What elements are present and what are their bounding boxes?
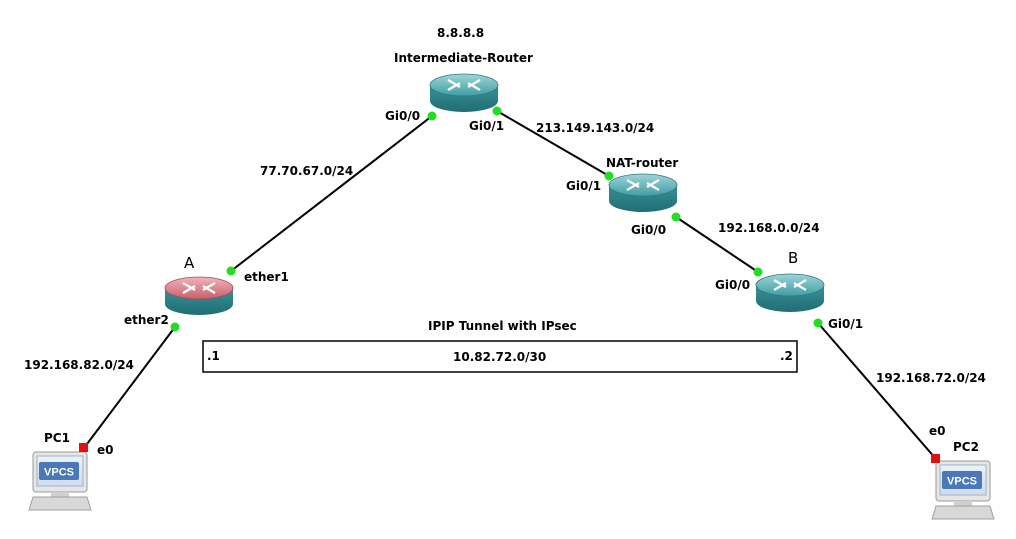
tunnel-right-host: .2 (780, 349, 793, 363)
ipip-tunnel-box[interactable] (202, 340, 798, 373)
router-b-label: B (788, 249, 798, 267)
router-a-label: A (184, 254, 195, 272)
network-label-lan-b: 192.168.72.0/24 (876, 371, 986, 385)
nat-router-label: NAT-router (606, 156, 678, 170)
port-a-ether1-up[interactable] (226, 266, 236, 276)
port-indicators (79, 106, 940, 463)
port-ir-gi00-up[interactable] (427, 111, 437, 121)
port-label-a-ether2: ether2 (124, 313, 169, 327)
port-b-gi01-up[interactable] (813, 318, 823, 328)
port-label-b-gi01: Gi0/1 (828, 317, 863, 331)
link-a-to-intermediate[interactable] (230, 115, 433, 272)
pc1-vpcs-icon[interactable]: VPCS (28, 451, 92, 511)
port-label-nat-gi00: Gi0/0 (631, 223, 666, 237)
link-a-to-pc1[interactable] (83, 326, 176, 449)
pc1-label: PC1 (44, 431, 70, 445)
internet-ip-label: 8.8.8.8 (437, 26, 484, 40)
port-label-ir-gi01: Gi0/1 (469, 119, 504, 133)
link-intermediate-to-nat[interactable] (496, 110, 610, 177)
nat-router-icon[interactable] (608, 173, 678, 212)
network-label-lan-nat-b: 192.168.0.0/24 (718, 221, 820, 235)
port-pc1-e0-down[interactable] (79, 443, 88, 452)
port-label-a-ether1: ether1 (244, 270, 289, 284)
port-label-b-gi00: Gi0/0 (715, 278, 750, 292)
router-a-icon[interactable] (164, 276, 234, 315)
router-b-icon[interactable] (755, 273, 825, 312)
pc2-label: PC2 (953, 440, 979, 454)
network-label-wan-nat: 213.149.143.0/24 (536, 121, 654, 135)
port-label-nat-gi01: Gi0/1 (566, 179, 601, 193)
port-label-pc2-e0: e0 (929, 424, 946, 438)
tunnel-title: IPIP Tunnel with IPsec (428, 319, 577, 333)
tunnel-left-host: .1 (207, 349, 220, 363)
tunnel-subnet: 10.82.72.0/30 (453, 350, 546, 364)
port-label-pc1-e0: e0 (97, 443, 114, 457)
link-nat-to-b[interactable] (675, 216, 759, 273)
intermediate-router-icon[interactable] (429, 73, 499, 112)
port-nat-gi00-up[interactable] (671, 212, 681, 222)
intermediate-router-label: Intermediate-Router (394, 51, 533, 65)
pc2-vpcs-badge: VPCS (947, 476, 977, 488)
port-label-ir-gi00: Gi0/0 (385, 109, 420, 123)
links (83, 110, 937, 460)
port-a-ether2-up[interactable] (170, 322, 180, 332)
port-pc2-e0-down[interactable] (931, 454, 940, 463)
pc1-vpcs-badge: VPCS (44, 467, 74, 479)
link-b-to-pc2[interactable] (817, 322, 937, 460)
network-label-wan-a: 77.70.67.0/24 (260, 164, 353, 178)
port-b-gi00-up[interactable] (753, 267, 763, 277)
port-ir-gi01-up[interactable] (492, 106, 502, 116)
network-label-lan-a: 192.168.82.0/24 (24, 358, 134, 372)
port-nat-gi01-up[interactable] (604, 171, 614, 181)
pc2-vpcs-icon[interactable]: VPCS (931, 460, 995, 520)
